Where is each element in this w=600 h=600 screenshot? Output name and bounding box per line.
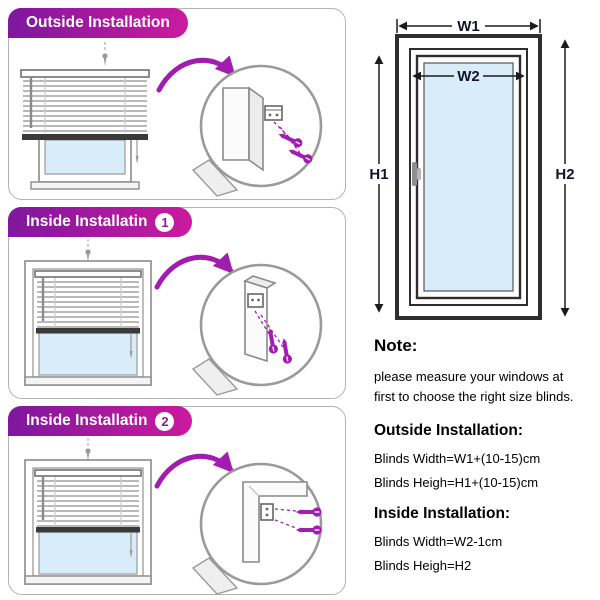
panel-header-pill: Inside Installatin 2 [8,406,193,436]
bracket-icon [260,503,274,521]
panel-title: Inside Installatin [26,213,148,230]
wall-wedge [191,159,239,197]
screw-icon [282,338,292,364]
screw-icon [296,525,322,535]
window-drawing [30,135,140,190]
wall-wedge [191,358,239,396]
blinds-drawing [34,270,142,359]
panel-title: Inside Installatin [26,412,148,429]
bracket-mounting-detail [243,275,292,364]
screw-icon [268,328,278,354]
note-text-line: please measure your windows at [374,369,564,384]
curved-arrow-icon [156,55,236,93]
screw-icon [296,507,322,517]
label-w2: W2 [457,68,480,85]
inside-installation-1-illustration [24,239,323,396]
panel-outside-installation: Outside Installation [8,8,346,200]
mounting-screw-hint-icon [85,239,91,262]
inside-installation-2-illustration [24,438,323,595]
notes-section: Note: please measure your windows at fir… [374,336,594,582]
blinds-drawing [34,469,142,558]
note-text-line: first to choose the right size blinds. [374,389,574,404]
window-measurement-diagram: W1 W2 H1 H2 [369,18,575,320]
curved-arrow-icon [154,451,234,489]
step-number-badge: 1 [155,212,175,232]
outside-installation-illustration [20,42,323,197]
panel-title: Outside Installation [26,14,170,31]
outside-width-formula: Blinds Width=W1+(10-15)cm [374,451,541,466]
bracket-mounting-detail [242,481,322,563]
wall-wedge [191,557,239,595]
bracket-icon [264,105,283,121]
note-heading: Note: [374,336,418,355]
inside-installation-heading: Inside Installation: [374,505,511,522]
inside-width-formula: Blinds Width=W2-1cm [374,534,503,549]
curved-arrow-icon [154,252,234,290]
window-handle [412,162,421,186]
panel-header-pill: Inside Installatin 1 [8,207,193,237]
dimension-w1 [396,19,541,33]
screw-icon [288,149,313,164]
label-h1: H1 [369,166,388,183]
panel-inside-installation-2: Inside Installatin 2 [8,406,346,595]
mounting-screw-hint-icon [102,42,108,66]
label-w1: W1 [457,18,480,35]
panel-header-pill: Outside Installation [8,8,188,38]
blinds-drawing [20,69,150,164]
step-number-badge: 2 [155,411,175,431]
mounting-screw-hint-icon [85,438,91,461]
inside-height-formula: Blinds Heigh=H2 [374,558,472,573]
window-drawing [395,34,542,320]
outside-installation-heading: Outside Installation: [374,422,523,439]
bracket-mounting-detail [222,86,313,172]
label-h2: H2 [555,166,574,183]
outside-height-formula: Blinds Heigh=H1+(10-15)cm [374,475,539,490]
screw-icon [278,133,303,148]
panel-inside-installation-1: Inside Installatin 1 [8,207,346,399]
bracket-icon [247,293,264,308]
